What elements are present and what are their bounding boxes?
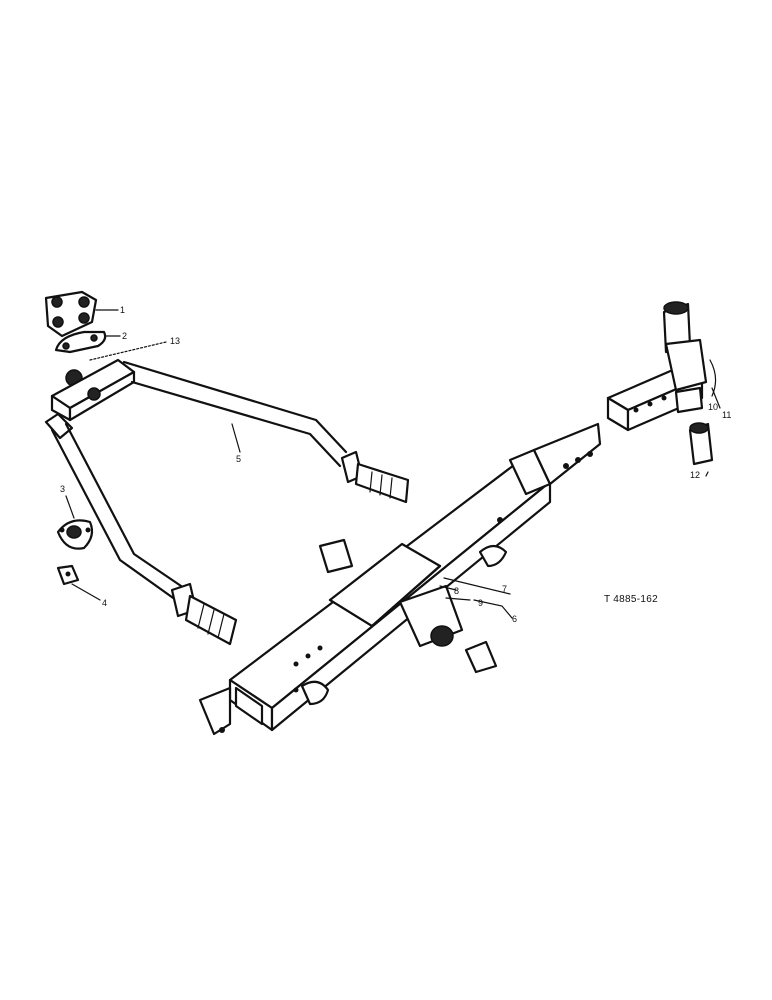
lift-arm-upper-part bbox=[50, 358, 410, 504]
callout-11: 11 bbox=[722, 410, 731, 420]
bracket-plate-part bbox=[44, 290, 98, 338]
callout-1: 1 bbox=[120, 305, 125, 315]
callout-3: 3 bbox=[60, 484, 65, 494]
main-tube-part bbox=[198, 422, 602, 736]
clip-part bbox=[54, 330, 107, 354]
callout-2: 2 bbox=[122, 331, 127, 341]
callout-6: 6 bbox=[512, 614, 517, 624]
callout-9: 9 bbox=[478, 598, 483, 608]
callout-labels: 1 2 3 4 5 6 7 8 9 10 11 12 13 bbox=[60, 305, 731, 624]
callout-8: 8 bbox=[454, 586, 459, 596]
figure-code: T 4885-162 bbox=[604, 594, 658, 605]
leader-lines bbox=[65, 309, 721, 619]
bearing-cap-part bbox=[56, 519, 94, 550]
lift-arm-lower-part bbox=[44, 412, 238, 646]
small-plate-part bbox=[56, 564, 80, 586]
callout-12: 12 bbox=[690, 470, 700, 480]
pin-part bbox=[318, 538, 498, 674]
callout-10: 10 bbox=[708, 402, 718, 412]
callout-13: 13 bbox=[170, 336, 180, 346]
callout-5: 5 bbox=[236, 454, 241, 464]
callout-7: 7 bbox=[502, 584, 507, 594]
callout-4: 4 bbox=[102, 598, 107, 608]
pivot-bracket-part bbox=[606, 301, 717, 466]
